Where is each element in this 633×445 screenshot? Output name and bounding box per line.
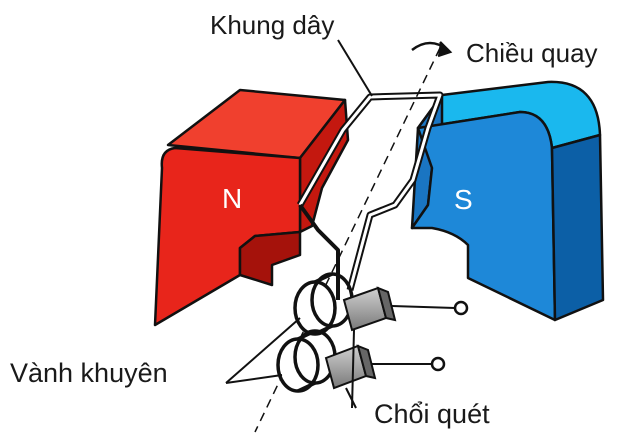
rotation-arrow-icon — [411, 41, 453, 58]
leader-lines — [225, 39, 373, 409]
brush-lower — [324, 344, 446, 390]
north-pole-label: N — [222, 183, 243, 214]
slip-ring-upper — [293, 272, 354, 336]
slip-ring-lower — [276, 329, 337, 393]
brushes-label: Chổi quét — [374, 399, 490, 429]
rotation-direction-label: Chiều quay — [466, 38, 598, 68]
slip-rings-label: Vành khuyên — [10, 358, 168, 388]
north-magnet-notch — [238, 230, 302, 287]
rotation-axis — [254, 47, 441, 433]
leader-brush-b — [345, 387, 357, 409]
south-magnet-side — [550, 133, 605, 322]
south-magnet-front — [410, 110, 557, 322]
coil-label: Khung dây — [210, 10, 335, 40]
leader-coil — [337, 39, 373, 97]
south-magnet — [410, 80, 605, 322]
coil-wire-inner — [298, 93, 442, 291]
brush-upper — [342, 286, 469, 332]
leader-rings-b — [225, 374, 283, 384]
leader-brush-a — [351, 329, 355, 409]
leader-rings-a — [225, 317, 301, 384]
south-pole-label: S — [454, 184, 473, 215]
